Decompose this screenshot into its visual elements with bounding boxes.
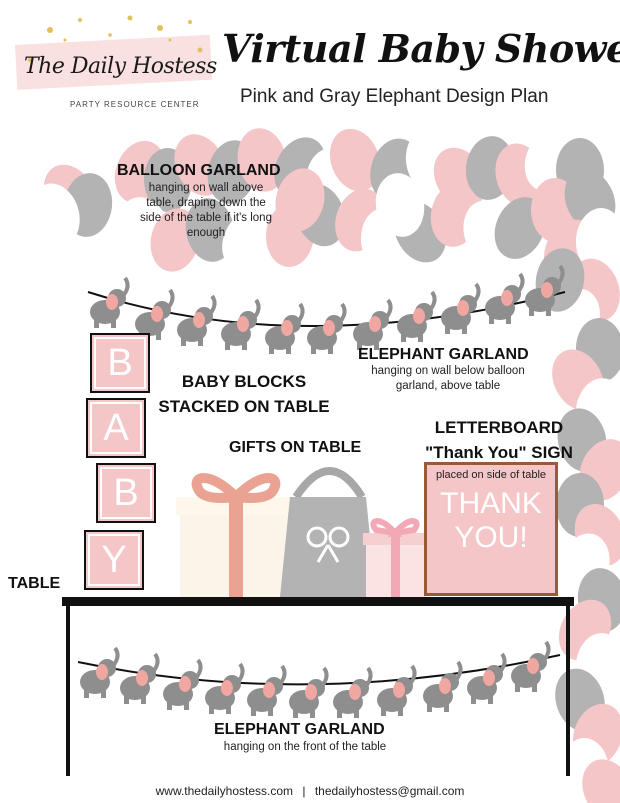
letterboard-sign: placed on side of table THANK YOU! (424, 462, 558, 596)
baby-block-4: Y (84, 530, 144, 590)
elephant-icon (423, 660, 463, 712)
elephant-garland-top-heading: ELEPHANT GARLAND (358, 346, 529, 363)
footer-email[interactable]: thedailyhostess@gmail.com (314, 784, 465, 798)
elephant-icon (221, 298, 261, 350)
balloon (575, 208, 620, 272)
elephant-icon (353, 298, 393, 350)
table-label: TABLE (8, 575, 61, 592)
balloon (237, 128, 287, 192)
elephant-icon (377, 664, 417, 716)
elephant-icon (307, 302, 347, 354)
elephant-icon (265, 302, 305, 354)
elephant-garland-front-heading: ELEPHANT GARLAND (214, 721, 385, 738)
elephant-icon (289, 666, 329, 718)
footer-separator: | (302, 784, 306, 798)
letterboard-text: THANK YOU! (440, 487, 542, 554)
letterboard-heading: LETTERBOARD "Thank You" SIGN (425, 418, 573, 462)
elephant-icon (525, 264, 565, 316)
baby-blocks-heading: BABY BLOCKS STACKED ON TABLE (158, 372, 330, 416)
elephant-icon (485, 272, 525, 324)
elephant-icon (467, 652, 507, 704)
baby-block-1: B (90, 333, 150, 393)
logo-gold-splatter (14, 15, 213, 90)
balloon (30, 183, 80, 247)
elephant-icon (90, 276, 130, 328)
logo: The Daily Hostess PARTY RESOURCE CENTER (10, 10, 217, 110)
balloon (582, 759, 620, 803)
footer-website[interactable]: www.thedailyhostess.com (155, 784, 293, 798)
balloon (185, 198, 235, 262)
elephant-icon (163, 658, 203, 710)
elephant-garland-top-desc: hanging on wall below balloon garland, a… (371, 365, 525, 392)
elephant-icon (333, 666, 373, 718)
page-subtitle: Pink and Gray Elephant Design Plan (240, 86, 549, 107)
elephant-garland-front-desc: hanging on the front of the table (223, 741, 387, 753)
balloon (375, 173, 425, 237)
baby-block-3: B (96, 463, 156, 523)
logo-name: The Daily Hostess (24, 54, 217, 79)
logo-tagline: PARTY RESOURCE CENTER (70, 100, 200, 109)
balloon (275, 168, 325, 232)
elephant-icon (120, 652, 160, 704)
elephant-icon (511, 640, 551, 692)
balloon-garland-heading: BALLOON GARLAND (117, 162, 281, 179)
footer: www.thedailyhostess.com | thedailyhostes… (0, 784, 620, 798)
elephant-icon (397, 290, 437, 342)
balloon (329, 128, 381, 192)
letterboard-desc: placed on side of table (435, 469, 547, 481)
elephant-icon (177, 294, 217, 346)
elephant-icon (80, 646, 120, 698)
balloon (222, 209, 274, 271)
gifts-heading: GIFTS ON TABLE (229, 439, 362, 456)
elephant-icon (441, 282, 481, 334)
elephant-icon (205, 662, 245, 714)
balloon-garland-desc: hanging on wall above table, draping dow… (140, 182, 272, 239)
baby-block-2: A (86, 398, 146, 458)
page-title: Virtual Baby Shower (222, 26, 620, 71)
elephant-icon (247, 664, 287, 716)
